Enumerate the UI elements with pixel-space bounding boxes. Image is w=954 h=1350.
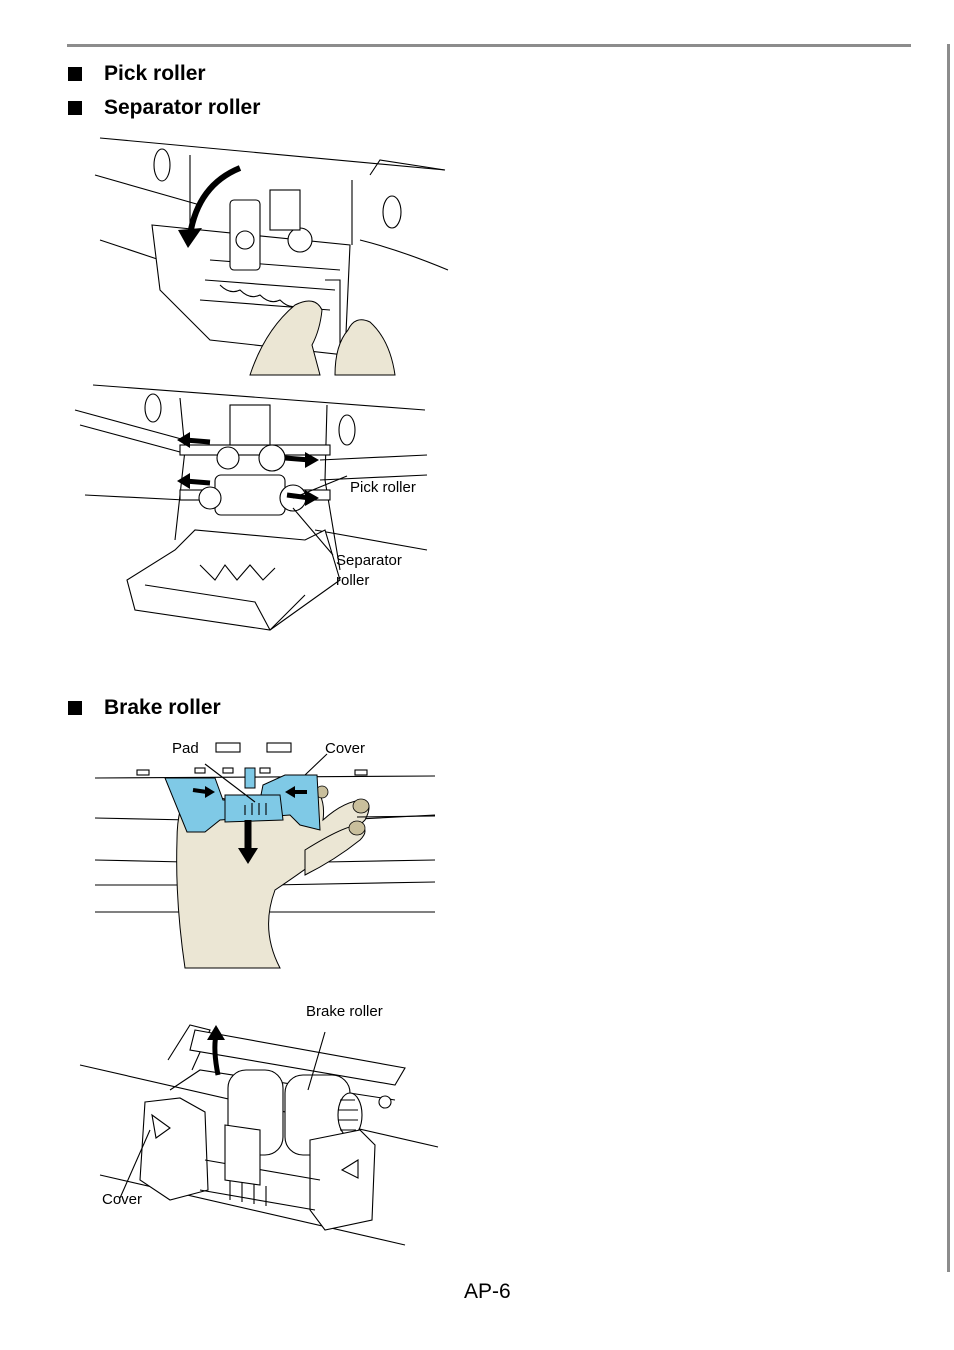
- cover-label-bottom: Cover: [102, 1191, 143, 1208]
- page-number: AP-6: [464, 1280, 511, 1303]
- heading-text: Separator roller: [104, 96, 261, 119]
- heading-brake-roller: Brake roller: [68, 696, 221, 720]
- heading-text: Brake roller: [104, 696, 221, 719]
- separator-roller-label-line1: Separator: [336, 552, 402, 569]
- heading-pick-roller: Pick roller: [68, 62, 206, 86]
- cover-label-top: Cover: [325, 740, 366, 757]
- brake-roller-label: Brake roller: [306, 1003, 383, 1020]
- heading-separator-roller: Separator roller: [68, 96, 260, 120]
- figure-remove-cover: [94, 742, 436, 969]
- figure-pick-separator-rollers: [74, 384, 428, 631]
- square-bullet-icon: [68, 701, 82, 715]
- heading-text: Pick roller: [104, 62, 206, 85]
- square-bullet-icon: [68, 67, 82, 81]
- pad-label: Pad: [172, 740, 199, 757]
- figure-open-cover: [94, 137, 449, 376]
- side-rule: [947, 44, 950, 1272]
- figure-brake-roller: [79, 1024, 439, 1246]
- top-rule: [67, 44, 911, 47]
- pick-roller-label: Pick roller: [350, 479, 416, 496]
- separator-roller-label-line2: roller: [336, 572, 370, 589]
- square-bullet-icon: [68, 101, 82, 115]
